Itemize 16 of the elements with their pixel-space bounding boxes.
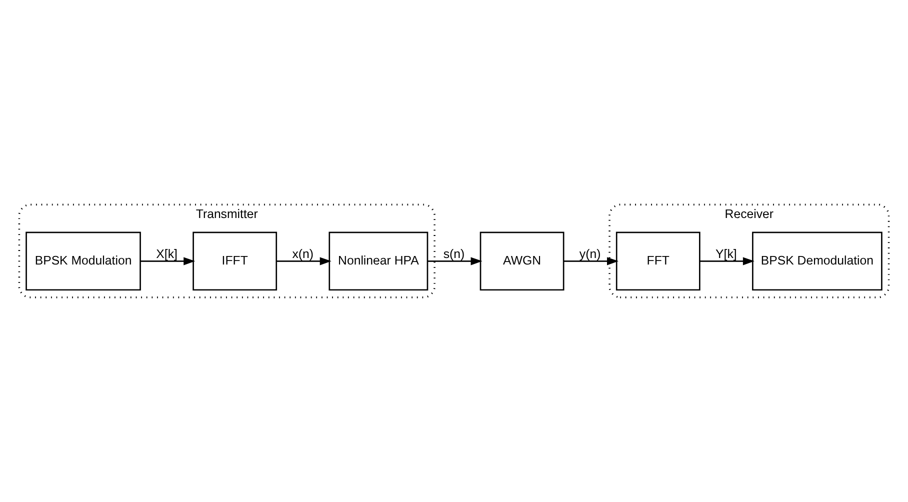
node-box: BPSK Modulation (26, 232, 141, 291)
arrow (428, 257, 482, 266)
node-box: IFFT (192, 232, 278, 291)
edge-label: s(n) (443, 246, 465, 261)
node-box: BPSK Demodulation (752, 232, 882, 291)
arrow (564, 257, 618, 266)
node-box: AWGN (480, 232, 564, 291)
node-box: FFT (616, 232, 700, 291)
edge-label: Y[k] (716, 246, 737, 261)
edge-label: x(n) (292, 246, 314, 261)
node-box: Nonlinear HPA (328, 232, 428, 291)
edge-label: X[k] (156, 246, 178, 261)
arrow (140, 257, 196, 266)
arrow (700, 257, 754, 266)
arrow (276, 257, 332, 266)
edge-label: y(n) (579, 246, 601, 261)
